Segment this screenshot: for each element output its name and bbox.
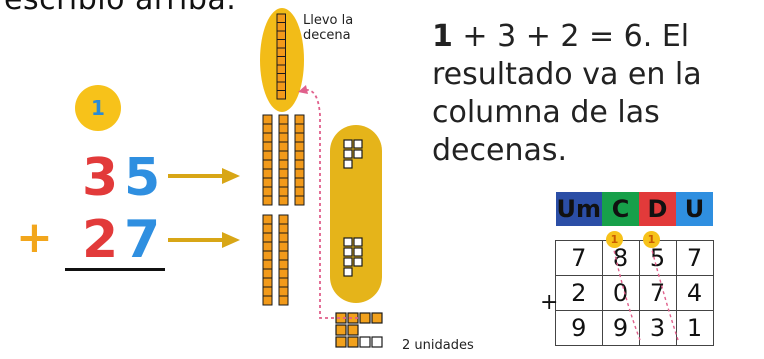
carry-ten-label: Llevo la decena: [303, 13, 354, 43]
ten-rod-icon: [276, 13, 286, 100]
tens-rods-35: [262, 114, 305, 206]
remaining-units-label: 2 unidades: [402, 338, 474, 353]
table-carry-c: 1: [606, 231, 623, 248]
tens-rods-27: [262, 214, 289, 306]
header-c: C: [602, 192, 639, 226]
dotted-arrow-icon: [304, 89, 358, 319]
header-d: D: [639, 192, 676, 226]
addend1-tens: 3: [82, 148, 119, 208]
header-u: U: [676, 192, 713, 226]
table-carry-arrows: [613, 249, 679, 341]
cell: 0: [601, 274, 640, 311]
table-plus-sign: +: [540, 290, 559, 315]
units-group-ellipse: [330, 125, 382, 303]
arrow-icon: [168, 232, 240, 248]
rule-bold-digit: 1: [432, 19, 453, 54]
addend1-units: 5: [124, 148, 161, 208]
plus-sign: +: [16, 212, 53, 263]
cell: 2: [555, 274, 603, 311]
cell: 1: [675, 309, 714, 346]
cell: 4: [675, 274, 714, 311]
cell: 7: [675, 239, 714, 276]
remaining-units-cubes: [335, 312, 383, 348]
table-carry-d: 1: [643, 231, 660, 248]
carry-digit: 1: [91, 96, 105, 120]
addend2-tens: 2: [82, 210, 119, 270]
rule-sentence: + 3 + 2 = 6. El resultado va en la colum…: [432, 19, 702, 168]
header-um: Um: [555, 192, 602, 226]
units-cubes: [343, 139, 363, 277]
sum-line: [65, 268, 165, 271]
cell: 9: [555, 309, 603, 346]
top-instruction-text: escribió arriba.: [4, 0, 236, 17]
addend2-units: 7: [124, 210, 161, 270]
carry-circle: 1: [75, 85, 121, 131]
cell: 7: [555, 239, 603, 276]
arrow-icon: [168, 168, 240, 184]
rule-text: 1 + 3 + 2 = 6. El resultado va en la col…: [432, 18, 762, 170]
